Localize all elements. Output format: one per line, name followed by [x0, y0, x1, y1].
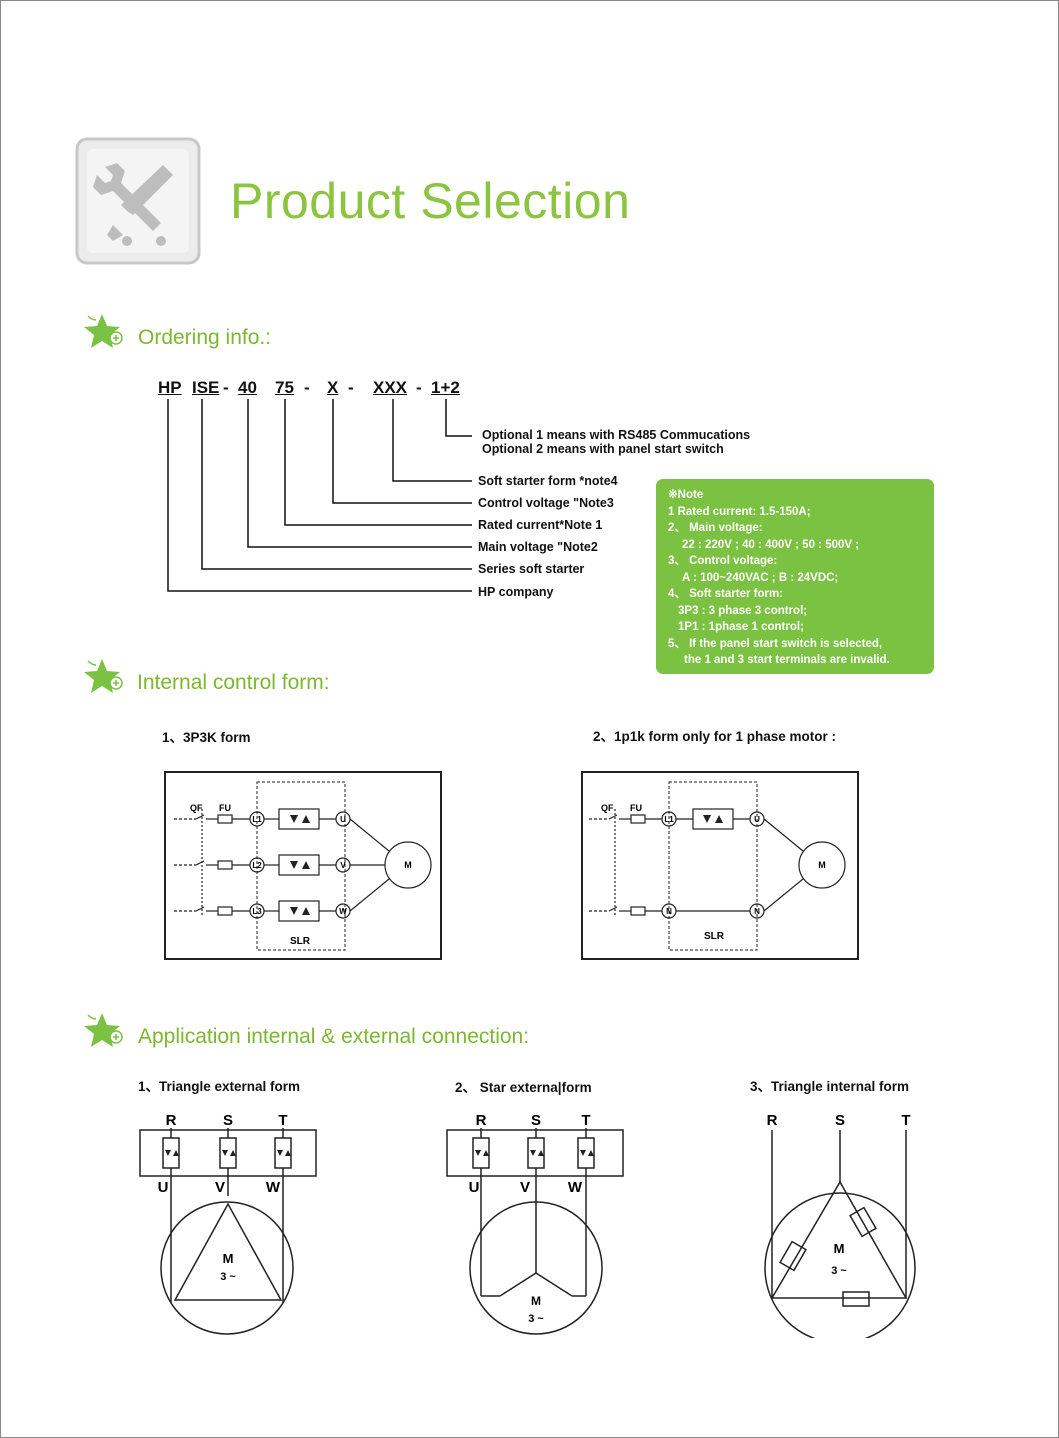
form2-caption: 2、1p1k form only for 1 phase motor : — [593, 729, 837, 744]
note-line: 1P1 : 1phase 1 control; — [678, 621, 804, 633]
terminal-v: V — [215, 1179, 225, 1196]
terminal-r: R — [476, 1112, 487, 1129]
code-voltage: 40 — [238, 378, 257, 397]
terminal-u: U — [340, 815, 346, 824]
terminal-s: S — [223, 1112, 233, 1129]
code-dash: - — [223, 378, 229, 397]
star-plus-icon — [84, 659, 123, 693]
page-title: Product Selection — [230, 173, 631, 229]
terminal-r: R — [767, 1112, 778, 1129]
motor-label: M — [223, 1251, 234, 1266]
code-control: X — [327, 378, 339, 397]
terminal-u: U — [158, 1179, 169, 1196]
form1-caption: 1、3P3K form — [162, 730, 251, 745]
terminal-l2: L2 — [252, 861, 262, 870]
motor-label: M — [404, 860, 412, 870]
diagram-star-external: R S T U V W M 3 ~ — [446, 1112, 624, 1335]
terminal-s: S — [835, 1112, 845, 1129]
slr-label: SLR — [290, 936, 311, 947]
code-current: 75 — [275, 378, 294, 397]
terminal-t: T — [581, 1112, 590, 1129]
terminal-n: N — [754, 907, 760, 916]
diagram-triangle-internal: R S T M 3 ~ — [764, 1112, 916, 1338]
code-form: XXX — [373, 378, 408, 397]
label-form: Soft starter form *note4 — [478, 474, 618, 488]
motor-label: M — [818, 860, 826, 870]
diagram-1p1k: QF FU L1 N U N M SLR — [581, 771, 859, 960]
label-series: Series soft starter — [478, 562, 585, 576]
qf-label: QF — [601, 803, 614, 813]
star-plus-icon — [84, 1013, 123, 1047]
note-line: 3P3 : 3 phase 3 control; — [678, 604, 808, 617]
motor-phase: 3 ~ — [528, 1313, 544, 1325]
terminal-v: V — [340, 861, 346, 870]
tools-icon — [75, 137, 201, 265]
note-line: A : 100~240VAC ; B : 24VDC; — [682, 571, 839, 584]
code-ise: ISE — [192, 378, 220, 397]
terminal-w: W — [266, 1179, 281, 1196]
fu-label: FU — [630, 803, 642, 813]
terminal-l3: L3 — [252, 907, 262, 916]
note-line: 3、 Control voltage: — [668, 555, 778, 567]
motor-phase: 3 ~ — [831, 1265, 847, 1277]
terminal-l1: L1 — [664, 815, 674, 824]
terminal-r: R — [166, 1112, 177, 1129]
diagram-triangle-external: R S T U V W M 3 ~ — [139, 1112, 317, 1335]
order-code-lines — [167, 399, 472, 592]
code-optional: 1+2 — [431, 378, 460, 397]
terminal-u: U — [754, 815, 760, 824]
label-optional1: Optional 1 means with RS485 Commucations — [482, 428, 751, 442]
code-dash: - — [348, 378, 354, 397]
terminal-l1: L1 — [252, 815, 262, 824]
code-dash: - — [304, 378, 310, 397]
label-optional2: Optional 2 means with panel start switch — [482, 442, 724, 456]
section-title-ordering: Ordering info.: — [138, 326, 272, 349]
fu-label: FU — [219, 803, 231, 813]
section-title-application: Application internal & external connecti… — [138, 1025, 530, 1048]
terminal-s: S — [531, 1112, 541, 1129]
label-company: HP company — [478, 585, 554, 599]
slr-label: SLR — [704, 931, 725, 942]
qf-label: QF — [190, 803, 203, 813]
label-control: Control voltage "Note3 — [478, 496, 614, 510]
label-current: Rated current*Note 1 — [478, 518, 603, 532]
note-line: 4、 Soft starter form: — [668, 588, 784, 600]
note-line: 22 : 220V ; 40 : 400V ; 50 : 500V ; — [682, 538, 860, 551]
app-caption-1: 1、Triangle external form — [138, 1079, 301, 1094]
terminal-w: W — [339, 907, 347, 916]
terminal-n: N — [666, 907, 672, 916]
note-line: the 1 and 3 start terminals are invalid. — [684, 654, 890, 666]
note-line: 1 Rated current: 1.5-150A; — [668, 505, 811, 518]
code-dash: - — [416, 378, 422, 397]
app-caption-2: 2、 Star externa|form — [455, 1080, 592, 1095]
diagram-3p3k: QF FU L1 L2 L3 U V W M SLR — [164, 771, 442, 960]
note-header: ※Note — [668, 489, 704, 501]
motor-label: M — [834, 1241, 845, 1256]
terminal-w: W — [568, 1179, 583, 1196]
terminal-t: T — [278, 1112, 287, 1129]
section-title-internal: Internal control form: — [137, 671, 330, 694]
note-line: 2、 Main voltage: — [668, 522, 763, 534]
motor-label: M — [531, 1294, 541, 1308]
terminal-t: T — [901, 1112, 910, 1129]
note-line: 5、 If the panel start switch is selected… — [668, 637, 883, 650]
app-caption-3: 3、Triangle internal form — [750, 1079, 910, 1094]
terminal-v: V — [520, 1179, 530, 1196]
star-plus-icon — [84, 314, 123, 348]
label-voltage: Main voltage "Note2 — [478, 540, 598, 554]
terminal-u: U — [469, 1179, 480, 1196]
motor-phase: 3 ~ — [220, 1271, 236, 1283]
code-hp: HP — [158, 378, 182, 397]
note-box: ※Note 1 Rated current: 1.5-150A; 2、 Main… — [656, 479, 934, 674]
